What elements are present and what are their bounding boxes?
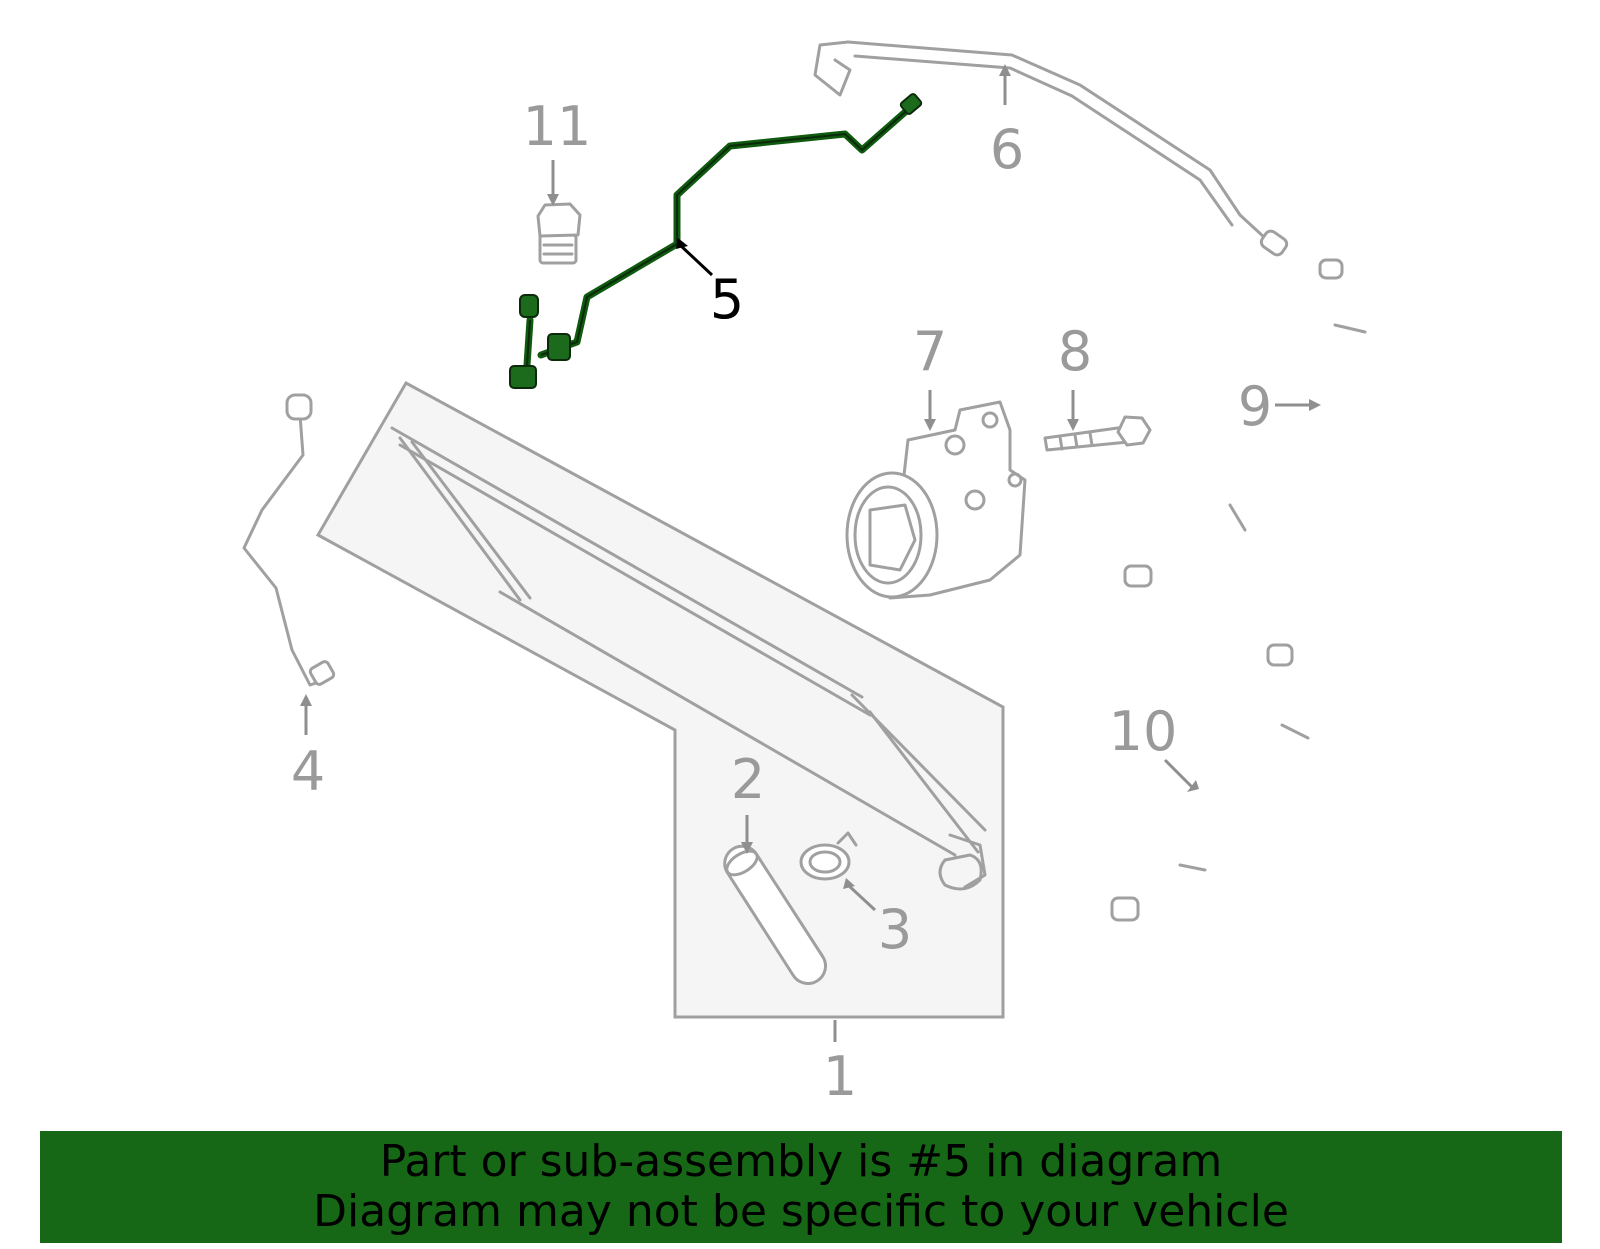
leader-arrows (300, 64, 1321, 1042)
part-7-compressor (845, 400, 1027, 600)
callout-9: 9 (1238, 375, 1272, 438)
part-11-switch (536, 202, 582, 265)
callout-7: 7 (913, 320, 947, 383)
callout-4: 4 (291, 740, 325, 803)
callout-2: 2 (731, 748, 765, 811)
banner-line-1: Part or sub-assembly is #5 in diagram (379, 1136, 1223, 1187)
callout-11: 11 (523, 95, 592, 158)
callout-1: 1 (823, 1045, 857, 1108)
callout-8: 8 (1058, 320, 1092, 383)
banner-line-2: Diagram may not be specific to your vehi… (313, 1186, 1289, 1237)
part-4-line (242, 393, 336, 687)
part-10-hose (1110, 643, 1311, 938)
part-2-drier (723, 844, 827, 985)
callout-6: 6 (990, 118, 1024, 181)
part-6-line (813, 40, 1289, 257)
callout-5: 5 (710, 268, 744, 331)
part-3-clamp (799, 831, 858, 881)
info-banner: Part or sub-assembly is #5 in diagram Di… (40, 1131, 1562, 1243)
part-5-ac-line-highlighted (509, 93, 923, 389)
callout-3: 3 (878, 898, 912, 961)
part-9-hose (1123, 258, 1367, 588)
part-8-bolt (1043, 415, 1152, 452)
callout-10: 10 (1109, 700, 1178, 763)
